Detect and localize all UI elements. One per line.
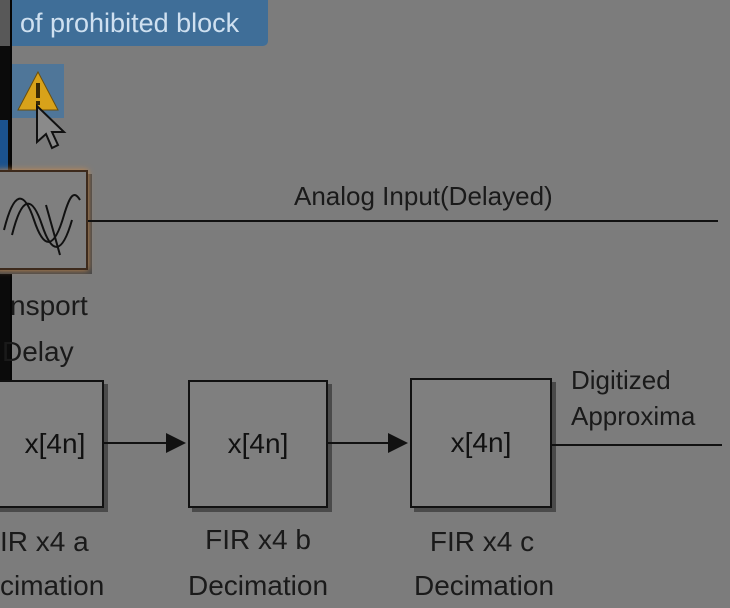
transport-delay-label-2: Delay xyxy=(2,336,74,367)
fir-a-block[interactable]: x[4n] xyxy=(0,380,104,508)
analog-delayed-wire[interactable] xyxy=(88,220,718,222)
digitized-label-1: Digitized xyxy=(571,365,671,395)
arrowhead-b-c xyxy=(388,433,408,453)
wire-b-c[interactable] xyxy=(328,442,390,444)
transport-delay-label-1: nsport xyxy=(10,290,88,321)
side-panel-tab xyxy=(0,0,10,46)
transport-delay-block[interactable] xyxy=(0,170,88,270)
fir-c-label-2: Decimation xyxy=(413,570,555,601)
arrowhead-a-b xyxy=(166,433,186,453)
fir-c-content: x[4n] xyxy=(450,427,512,458)
fir-a-content: x[4n] xyxy=(24,428,86,459)
fir-b-label-1: FIR x4 b xyxy=(205,524,311,555)
fir-c-label-1: FIR x4 c xyxy=(429,526,535,557)
fir-b-block[interactable]: x[4n] xyxy=(188,380,328,508)
cursor-icon xyxy=(36,104,67,150)
fir-a-label-2: cimation xyxy=(0,570,105,601)
warning-banner[interactable]: of prohibited block xyxy=(12,0,268,46)
analog-delayed-label: Analog Input(Delayed) xyxy=(294,181,553,211)
sine-wave-icon xyxy=(3,194,81,256)
digitized-label-2: Approxima xyxy=(571,401,696,431)
fir-b-label-2: Decimation xyxy=(187,570,329,601)
digitized-wire[interactable] xyxy=(552,444,722,446)
fir-c-block[interactable]: x[4n] xyxy=(410,378,552,508)
fir-b-content: x[4n] xyxy=(227,428,289,459)
wire-a-b[interactable] xyxy=(104,442,168,444)
fir-a-label-1: IR x4 a xyxy=(0,526,89,557)
